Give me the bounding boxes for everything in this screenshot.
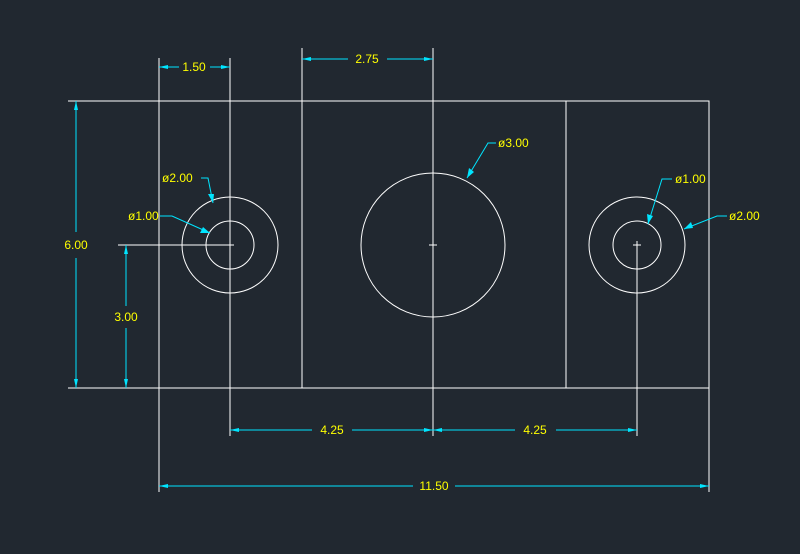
diameter-leaders [160, 142, 727, 234]
dim-text-spacing-right: 4.25 [523, 423, 547, 437]
callout-left-inner-dia: ø1.00 [128, 209, 159, 223]
dim-3-00-arrow-bottom [124, 379, 128, 388]
dim-text-half-height: 3.00 [114, 310, 138, 324]
dim-1-50-arrow-right [221, 65, 230, 69]
leader-center [466, 142, 496, 179]
leader-right-inner [647, 178, 672, 225]
dim-text-spacing-left: 4.25 [320, 423, 344, 437]
leader-left-inner [160, 215, 211, 234]
dim-2-75-arrow-left [302, 57, 311, 61]
dim-text-hole-offset: 1.50 [182, 60, 206, 74]
leader-center-arrow [467, 168, 474, 178]
dim-3-00-arrow-top [124, 245, 128, 254]
dim-text-height: 6.00 [64, 238, 88, 252]
dim-11-50-arrow-right [700, 484, 709, 488]
leader-left-outer-arrow [208, 194, 214, 203]
callout-right-inner-dia: ø1.00 [675, 172, 706, 186]
dimension-lines [74, 57, 709, 488]
dim-6-00-arrow-bottom [74, 379, 78, 388]
dim-4-25-right-arrow-right [628, 428, 637, 432]
leader-left-inner-arrow [200, 227, 210, 233]
callout-center-dia: ø3.00 [498, 136, 529, 150]
dim-1-50-arrow-left [159, 65, 168, 69]
extension-lines [68, 48, 710, 492]
dim-6-00-arrow-top [74, 101, 78, 110]
dim-11-50-arrow-left [159, 484, 168, 488]
leader-right-inner-arrow [647, 214, 653, 224]
leader-right-outer [683, 215, 727, 230]
dim-text-panel-offset: 2.75 [355, 52, 379, 66]
leader-right-outer-arrow [684, 222, 693, 229]
dim-4-25-left-arrow-right [424, 428, 433, 432]
dimension-text: 1.50 2.75 6.00 3.00 4.25 4.25 11.50 ø2.0… [64, 52, 760, 493]
callout-left-outer-dia: ø2.00 [162, 171, 193, 185]
dim-2-75-arrow-right [424, 57, 433, 61]
part-geometry [118, 100, 710, 389]
dim-4-25-left-arrow-left [230, 428, 239, 432]
callout-right-outer-dia: ø2.00 [729, 209, 760, 223]
dim-text-overall-width: 11.50 [419, 479, 448, 493]
dim-4-25-right-arrow-left [433, 428, 442, 432]
